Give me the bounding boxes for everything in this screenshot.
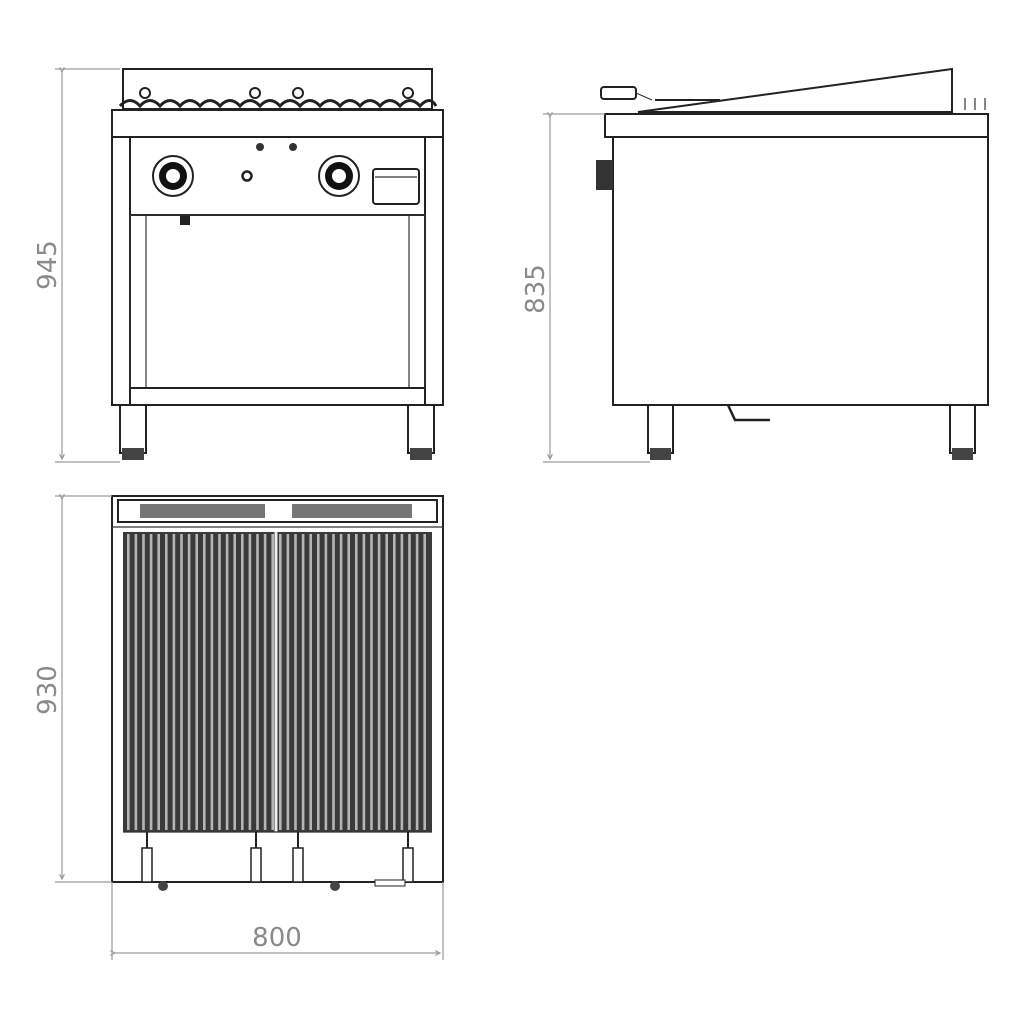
grill-bar	[393, 534, 396, 830]
grate-handles	[141, 832, 414, 883]
grill-bar	[225, 534, 229, 830]
open-frame	[129, 214, 426, 389]
grill-bars	[127, 534, 426, 830]
grill-bar	[203, 534, 206, 830]
dimension-label: 800	[252, 923, 302, 953]
right-knob[interactable]	[318, 155, 360, 197]
right-foot-pad	[410, 448, 432, 460]
grill-bar	[400, 534, 404, 830]
grill-bar	[301, 534, 305, 830]
grill-bar	[210, 534, 214, 830]
grill-bar	[142, 534, 145, 830]
right-foot	[407, 404, 435, 454]
front-knob-stub	[330, 881, 340, 891]
grate-handle	[250, 847, 262, 883]
grill-bar	[241, 534, 244, 830]
ignition-button	[241, 170, 253, 182]
grill-grate-edge	[118, 99, 438, 109]
grill-bar	[172, 534, 176, 830]
dimension-835: 835	[521, 114, 650, 463]
grate-handle	[141, 847, 153, 883]
grill-bar	[332, 534, 335, 830]
grill-side-backsplash	[637, 67, 953, 113]
indicator-light	[256, 143, 264, 151]
grill-bar	[286, 534, 290, 830]
dimension-945: 945	[33, 69, 120, 463]
grill-bar	[423, 534, 426, 830]
gas-inlet-pipe	[726, 404, 770, 422]
grill-bar	[377, 534, 381, 830]
grill-bar	[317, 534, 320, 830]
rear-slot-right	[292, 504, 412, 518]
grill-bar	[271, 534, 274, 830]
dimension-930: 930	[33, 496, 112, 883]
front-view	[111, 68, 444, 460]
right-leg	[424, 136, 444, 406]
grill-bar	[248, 534, 252, 830]
top-view	[111, 495, 444, 891]
grate-handle	[402, 847, 414, 883]
left-foot-pad	[122, 448, 144, 460]
dimension-label: 930	[33, 665, 63, 715]
grill-bar	[294, 534, 297, 830]
side-top-plate	[604, 113, 989, 138]
indicator-light	[289, 143, 297, 151]
grill-bar	[408, 534, 411, 830]
dimension-label: 945	[33, 240, 63, 290]
side-front-foot	[647, 404, 674, 454]
grate-hooks	[139, 87, 414, 99]
top-plate	[111, 109, 444, 138]
grill-bar	[127, 534, 130, 830]
dimension-label: 835	[521, 264, 551, 314]
grill-bar	[279, 534, 282, 830]
grill-bar	[324, 534, 328, 830]
grill-bar	[263, 534, 267, 830]
side-view	[596, 67, 989, 460]
grill-bar	[218, 534, 221, 830]
grill-bar	[233, 534, 236, 830]
bottom-rail	[129, 387, 426, 406]
grill-bar	[134, 534, 138, 830]
grill-bar	[355, 534, 358, 830]
grill-bar	[415, 534, 419, 830]
grill-bar	[347, 534, 350, 830]
grill-bar	[165, 534, 168, 830]
grill-bar	[339, 534, 343, 830]
grill-bar	[370, 534, 373, 830]
grate-handle	[292, 847, 304, 883]
left-leg	[111, 136, 131, 406]
nameplate	[372, 168, 420, 205]
gas-connector	[180, 215, 190, 225]
left-foot	[119, 404, 147, 454]
grill-bar	[180, 534, 183, 830]
side-body	[612, 136, 989, 406]
rear-slot-left	[140, 504, 265, 518]
side-handle	[600, 86, 637, 100]
left-knob[interactable]	[152, 155, 194, 197]
front-nameplate-edge	[374, 879, 406, 887]
side-knob	[596, 160, 613, 190]
grill-bar	[256, 534, 259, 830]
grill-bar	[187, 534, 191, 830]
grill-bar	[157, 534, 160, 830]
grill-bar	[385, 534, 388, 830]
side-rear-foot	[949, 404, 976, 454]
grill-bar	[362, 534, 366, 830]
dimension-800: 800	[112, 882, 444, 960]
grill-bar	[149, 534, 153, 830]
front-knob-stub	[158, 881, 168, 891]
grill-bar	[309, 534, 312, 830]
grill-bar	[195, 534, 198, 830]
